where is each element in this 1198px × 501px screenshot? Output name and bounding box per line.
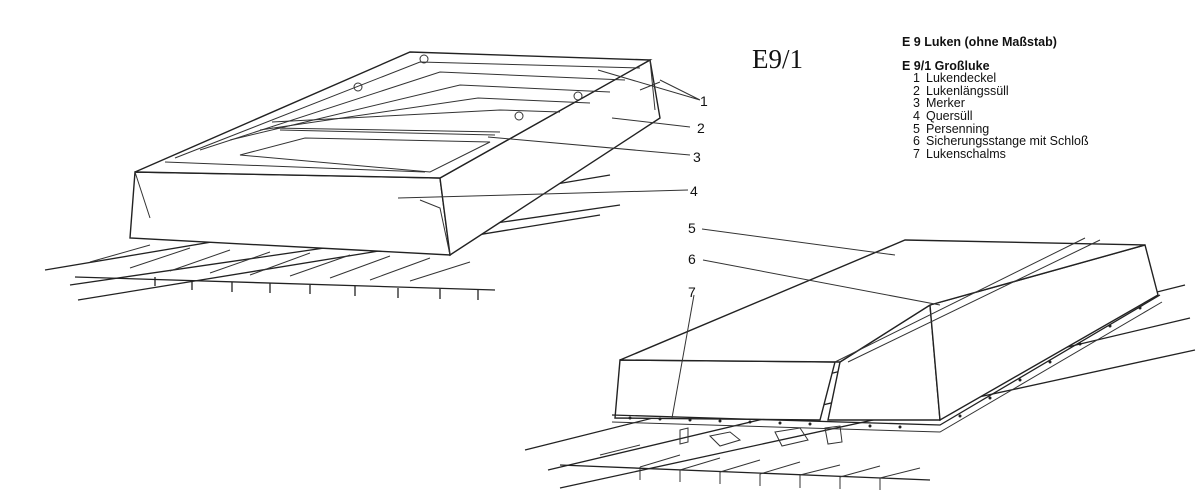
figure-label: E9/1 xyxy=(752,44,803,74)
open-hatch-drawing xyxy=(44,51,701,301)
legend-item: 7 Lukenschalms xyxy=(902,148,1089,161)
legend-item-label: Persenning xyxy=(926,121,990,136)
callout-6: 6 xyxy=(688,251,696,267)
tarpaulin-top xyxy=(619,239,1146,363)
legend: E 9 Luken (ohne Maßstab) E 9/1 Großluke … xyxy=(902,36,1089,160)
legend-item: 2 Lukenlängssüll xyxy=(902,85,1089,98)
legend-item: 5 Persenning xyxy=(902,121,1089,136)
legend-title: E 9 Luken (ohne Maßstab) xyxy=(902,35,1057,49)
legend-item-number: 4 xyxy=(913,108,920,123)
covered-hatch-drawing xyxy=(524,228,1196,490)
callout-7: 7 xyxy=(688,284,696,300)
legend-item-number: 5 xyxy=(913,121,920,136)
callout-5: 5 xyxy=(688,220,696,236)
legend-item-label: Sicherungsstange mit Schloß xyxy=(926,134,1089,149)
callout-3: 3 xyxy=(693,149,701,165)
callout-1: 1 xyxy=(700,93,708,109)
legend-item: 1 Lukendeckel xyxy=(902,72,1089,85)
legend-subtitle: E 9/1 Großluke xyxy=(902,58,990,73)
legend-item-label: Merker xyxy=(926,96,965,111)
legend-item-label: Quersüll xyxy=(926,108,973,123)
legend-item-number: 1 xyxy=(913,71,920,86)
hatch-end-coaming xyxy=(129,171,451,256)
callout-2: 2 xyxy=(697,120,705,136)
legend-item: 4 Quersüll xyxy=(902,110,1089,123)
tarpaulin-end xyxy=(614,359,836,421)
legend-item: 6 Sicherungsstange mit Schloß xyxy=(902,135,1089,148)
legend-item-number: 3 xyxy=(913,96,920,111)
legend-item-label: Lukenschalms xyxy=(926,146,1006,161)
legend-item-label: Lukendeckel xyxy=(926,71,997,86)
callout-4: 4 xyxy=(690,183,698,199)
legend-item-number: 7 xyxy=(913,146,920,161)
batten-nails xyxy=(628,306,1142,429)
legend-item: 3 Merker xyxy=(902,97,1089,110)
legend-item-number: 2 xyxy=(913,83,920,98)
legend-item-number: 6 xyxy=(913,134,920,149)
legend-item-label: Lukenlängssüll xyxy=(926,83,1009,98)
lock-fittings xyxy=(679,425,843,447)
